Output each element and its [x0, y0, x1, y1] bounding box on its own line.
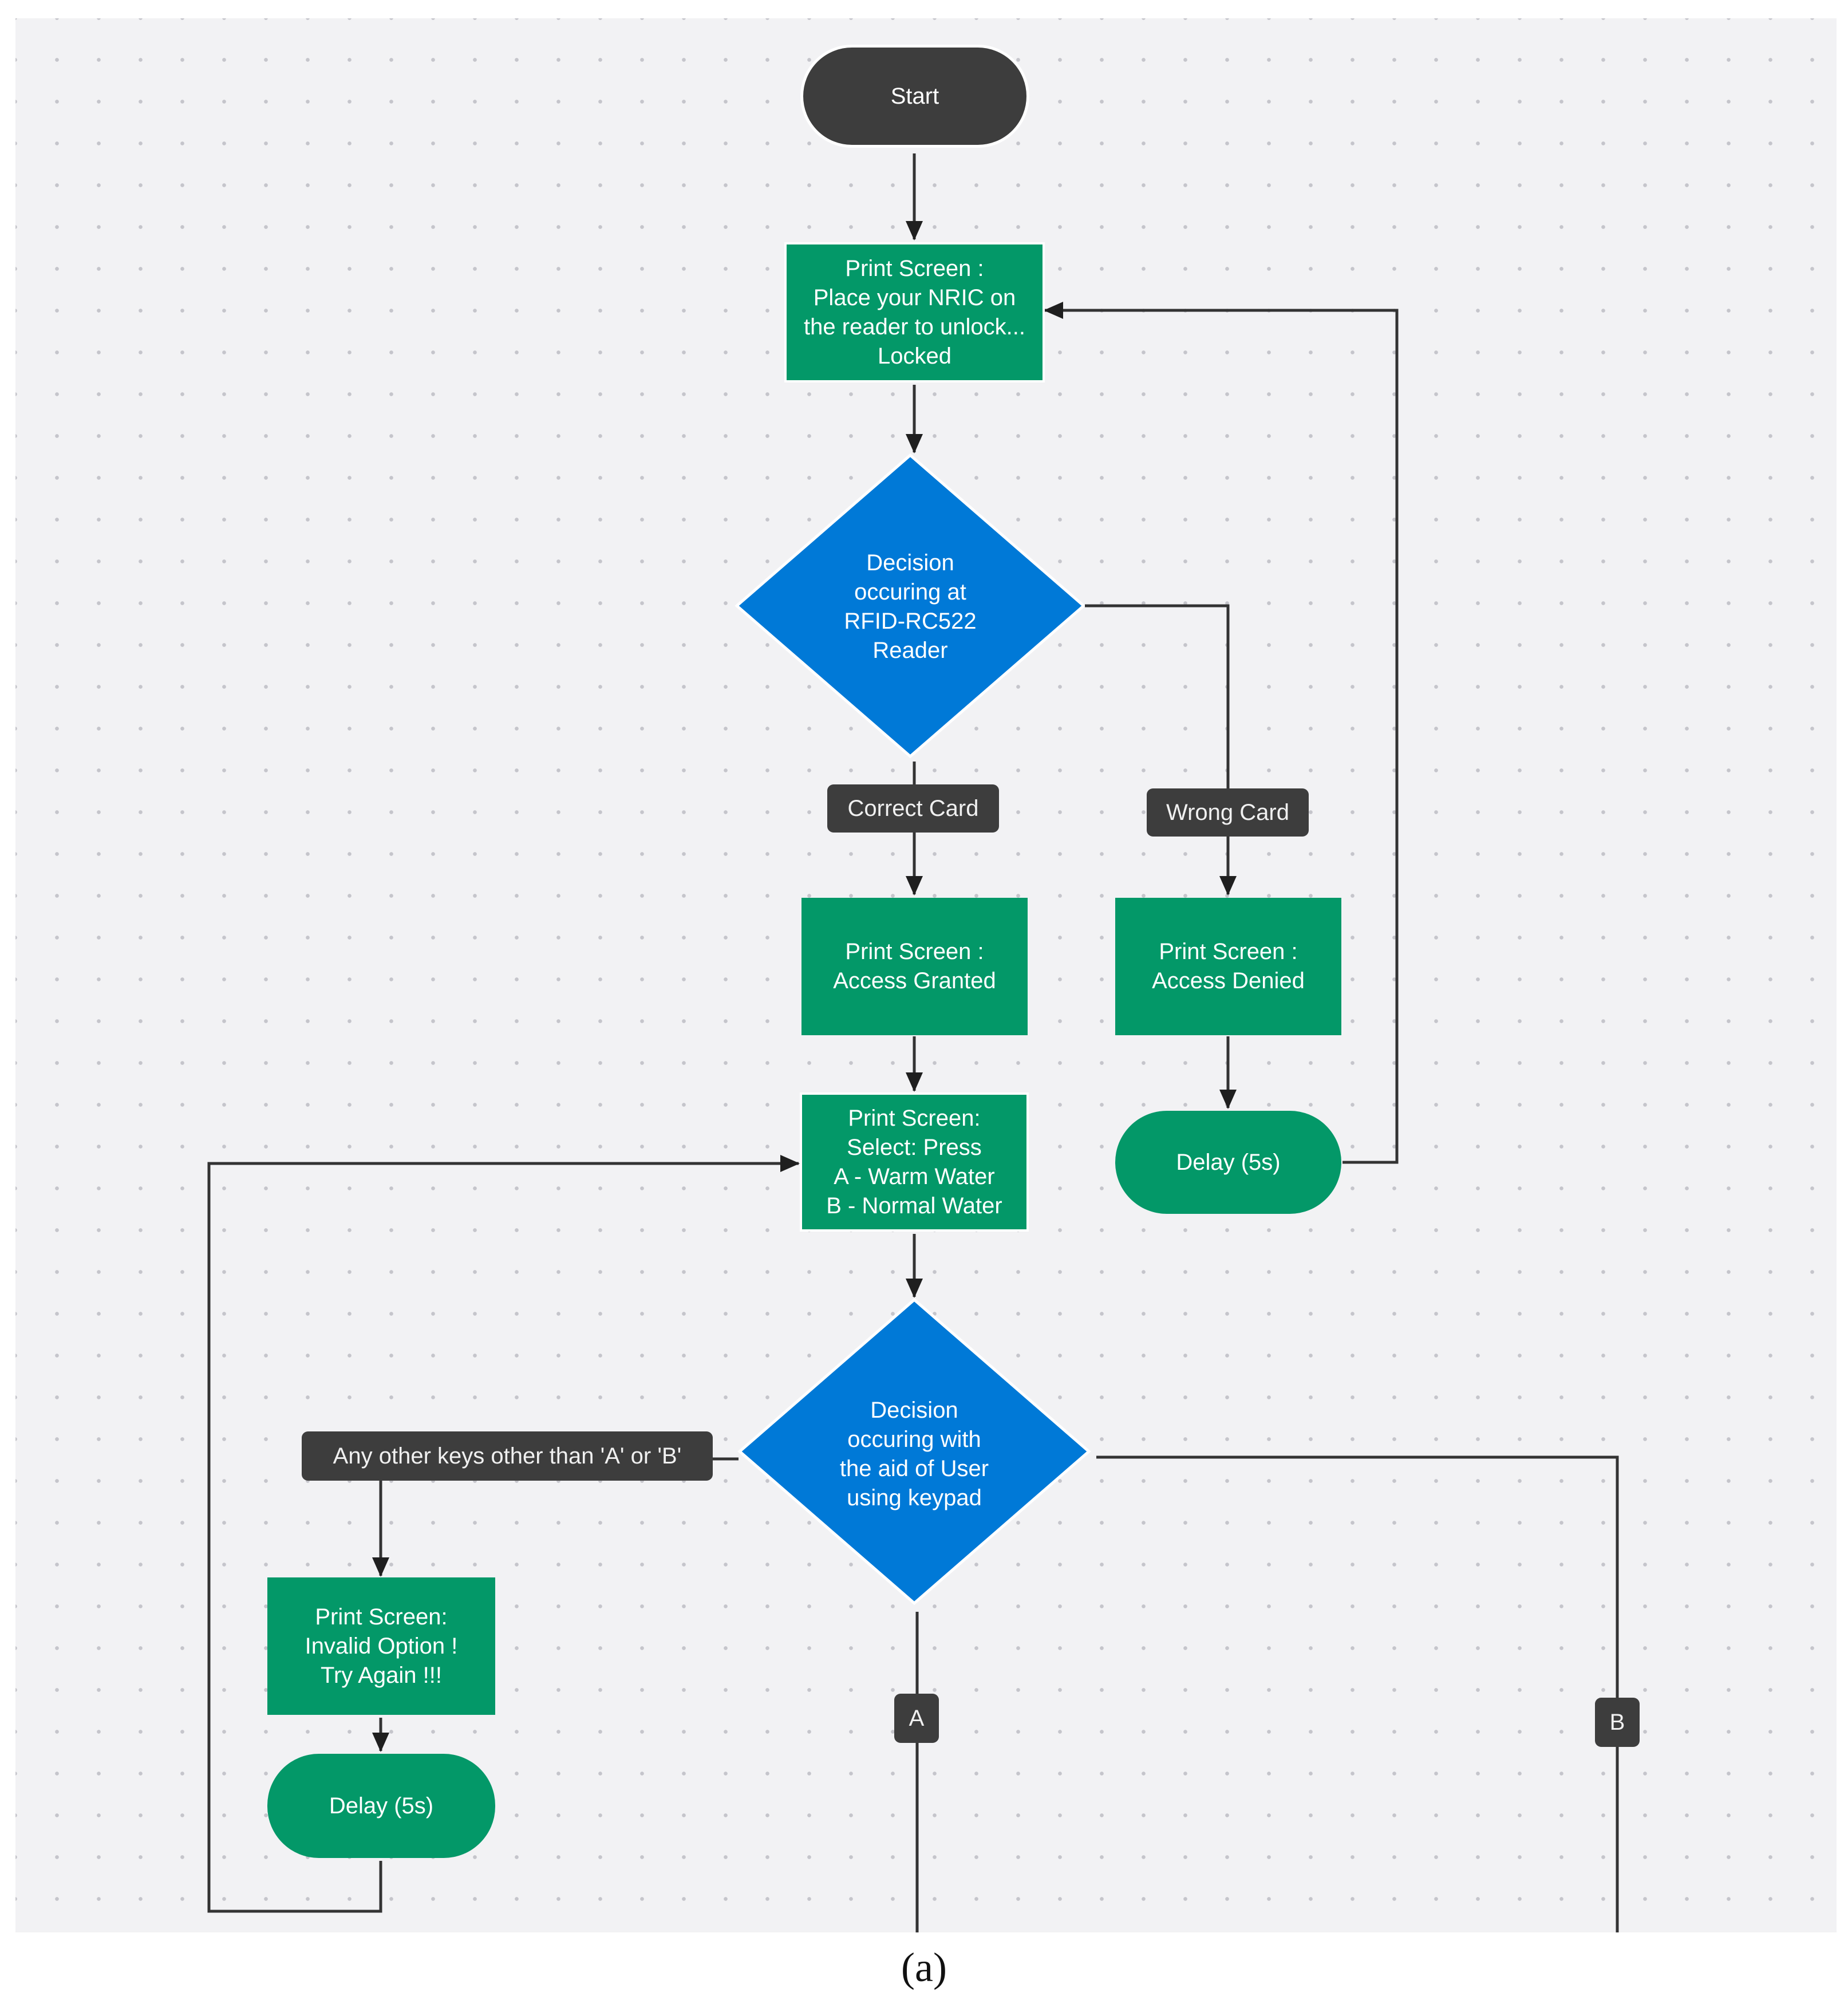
- decision-keypad-shape: [737, 1297, 1091, 1605]
- print-select-box: Print Screen: Select: Press A - Warm Wat…: [800, 1092, 1029, 1232]
- wrong-card-tag: Wrong Card: [1147, 788, 1309, 837]
- delay-invalid-terminal: Delay (5s): [267, 1754, 495, 1858]
- figure-caption: (a): [901, 1944, 947, 1990]
- print-locked-box: Print Screen : Place your NRIC on the re…: [784, 242, 1045, 382]
- decision-rfid-shape: [735, 453, 1086, 759]
- edge-delay-back-to-locked: [1044, 302, 1399, 1164]
- edge-keypad-option-b: [1096, 1455, 1619, 1932]
- print-invalid-box: Print Screen: Invalid Option ! Try Again…: [267, 1577, 495, 1715]
- option-b-tag: B: [1595, 1698, 1640, 1747]
- decision-rfid-label: Decision occuring at RFID-RC522 Reader: [844, 550, 977, 663]
- start-terminal: Start: [800, 45, 1029, 148]
- print-denied-box: Print Screen : Access Denied: [1115, 898, 1341, 1035]
- print-granted-box: Print Screen : Access Granted: [801, 898, 1028, 1035]
- correct-card-tag: Correct Card: [827, 784, 999, 833]
- edge-rfid-to-denied: [1085, 604, 1237, 896]
- edge-delay-back-to-select: [207, 1155, 800, 1913]
- option-a-tag: A: [894, 1694, 939, 1743]
- other-keys-tag: Any other keys other than 'A' or 'B': [302, 1431, 713, 1481]
- decision-keypad-label: Decision occuring with the aid of User u…: [839, 1398, 989, 1510]
- delay-denied-terminal: Delay (5s): [1115, 1111, 1341, 1214]
